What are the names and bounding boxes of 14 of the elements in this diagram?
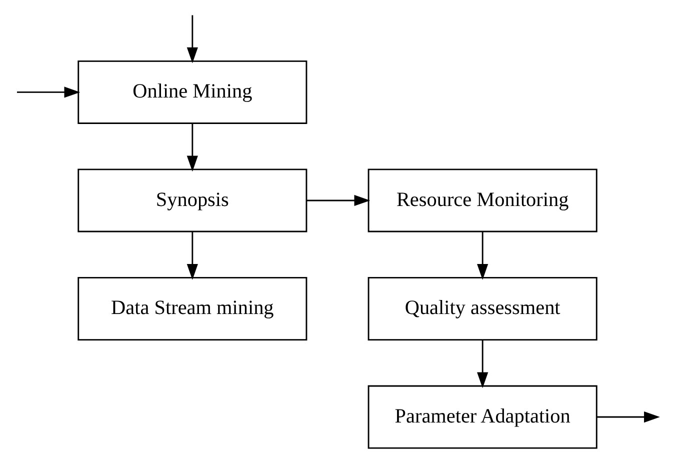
arrow [186, 124, 198, 172]
node-box: Resource Monitoring [367, 168, 597, 232]
arrow [476, 232, 488, 280]
node-box: Online Mining [77, 60, 307, 124]
arrow [186, 15, 198, 64]
arrow [306, 194, 370, 206]
arrow [596, 411, 660, 423]
node-box: Parameter Adaptation [367, 385, 597, 449]
arrow [16, 86, 80, 98]
node-box: Data Stream mining [77, 277, 307, 341]
arrow [186, 232, 198, 280]
node-box: Quality assessment [367, 277, 597, 341]
node-box: Synopsis [77, 168, 307, 232]
arrow [476, 340, 488, 388]
